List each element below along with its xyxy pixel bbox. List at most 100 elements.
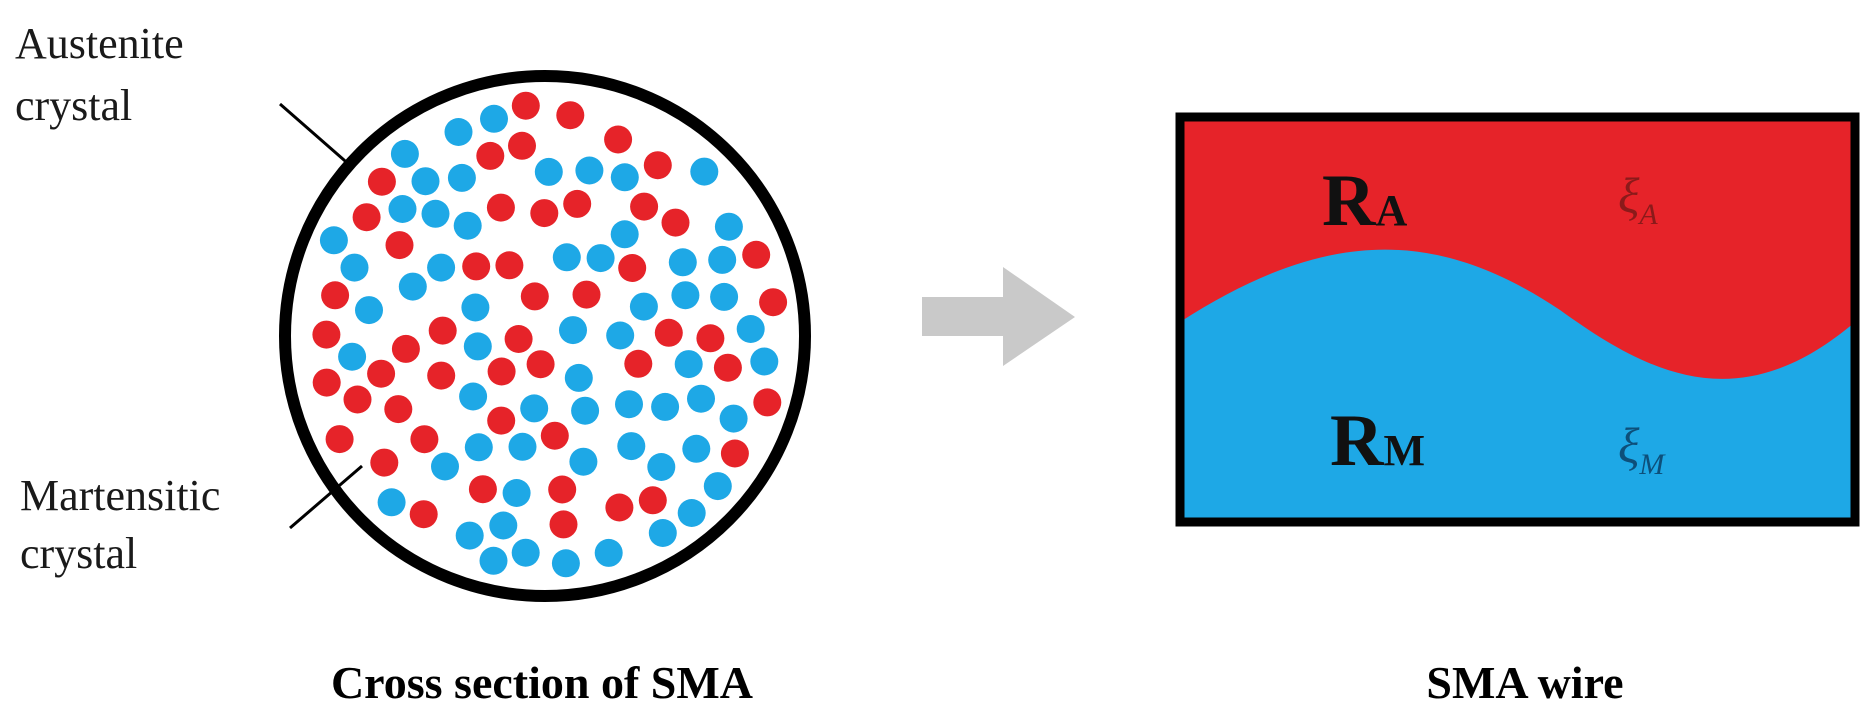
martensite-crystal xyxy=(551,549,580,578)
martensite-crystal xyxy=(690,157,719,186)
martensite-crystal xyxy=(453,211,482,240)
austenite-crystal xyxy=(604,125,633,154)
austenite-label-line1: Austenite xyxy=(15,19,184,68)
austenite-crystal xyxy=(391,334,420,363)
crystal-particles xyxy=(312,91,788,578)
austenite-crystal xyxy=(549,510,578,539)
sma-wire: RA ξA RM ξM xyxy=(1175,112,1860,527)
martensitic-label-line1: Martensitic xyxy=(20,471,220,520)
austenite-crystal xyxy=(520,282,549,311)
austenite-crystal xyxy=(643,151,672,180)
austenite-crystal xyxy=(487,357,516,386)
martensite-crystal xyxy=(750,347,779,376)
martensite-crystal xyxy=(455,521,484,550)
martensite-crystal xyxy=(338,342,367,371)
martensite-crystal xyxy=(398,272,427,301)
austenite-crystal xyxy=(343,385,372,414)
austenite-crystal xyxy=(759,288,788,317)
austenite-crystal xyxy=(556,101,585,130)
martensite-crystal xyxy=(319,226,348,255)
martensite-crystal xyxy=(421,199,450,228)
martensite-crystal xyxy=(606,321,635,350)
austenite-crystal xyxy=(367,167,396,196)
cross-section xyxy=(279,70,811,602)
martensitic-leader-line xyxy=(289,464,363,530)
martensite-crystal xyxy=(447,163,476,192)
austenite-crystal xyxy=(427,361,456,390)
austenite-crystal xyxy=(384,395,413,424)
martensite-crystal xyxy=(710,282,739,311)
martensite-crystal xyxy=(520,394,549,423)
martensite-crystal xyxy=(377,488,406,517)
martensite-crystal xyxy=(431,452,459,481)
austenite-crystal xyxy=(563,189,592,218)
martensite-crystal xyxy=(502,479,531,507)
transition-arrow xyxy=(922,267,1075,366)
austenite-crystal xyxy=(321,281,350,310)
martensite-crystal xyxy=(575,156,604,185)
martensite-crystal xyxy=(388,195,417,223)
austenite-crystal xyxy=(654,318,683,347)
austenite-crystal xyxy=(352,203,381,232)
austenite-crystal xyxy=(312,320,341,349)
martensite-crystal xyxy=(594,538,623,567)
austenite-crystal xyxy=(325,425,354,454)
martensite-crystal xyxy=(569,447,598,476)
austenite-crystal xyxy=(462,252,491,281)
austenite-crystal xyxy=(511,91,540,120)
austenite-crystal xyxy=(487,406,516,435)
martensite-crystal xyxy=(610,220,639,249)
austenite-crystal xyxy=(742,240,771,269)
martensite-crystal xyxy=(629,292,658,321)
martensite-crystal xyxy=(648,519,677,547)
martensite-crystal xyxy=(687,384,715,413)
austenite-crystal xyxy=(508,131,536,160)
martensite-crystal xyxy=(340,253,369,282)
martensite-crystal xyxy=(674,350,703,379)
martensite-crystal xyxy=(647,453,676,481)
martensite-crystal xyxy=(479,546,508,575)
austenite-crystal xyxy=(540,421,569,450)
austenite-label-line2: crystal xyxy=(15,81,132,130)
austenite-crystal xyxy=(468,475,497,504)
martensite-crystal xyxy=(564,363,593,392)
cross-section-caption: Cross section of SMA xyxy=(331,657,753,708)
austenite-crystal xyxy=(624,349,653,378)
austenite-fraction-label: ξA xyxy=(1618,167,1658,231)
austenite-crystal xyxy=(312,368,341,397)
martensite-crystal xyxy=(534,157,563,186)
martensite-crystal xyxy=(586,244,615,273)
austenite-crystal xyxy=(605,493,634,522)
austenite-crystal xyxy=(630,192,659,221)
austenite-crystal xyxy=(618,254,647,282)
martensite-crystal xyxy=(736,315,765,343)
martensitic-label-line2: crystal xyxy=(20,529,137,578)
martensite-crystal xyxy=(651,392,680,421)
martensite-crystal xyxy=(355,296,383,325)
martensite-crystal xyxy=(682,434,711,463)
austenite-crystal xyxy=(504,325,533,353)
martensite-crystal xyxy=(615,390,643,419)
austenite-crystal xyxy=(476,141,505,170)
martensite-crystal xyxy=(461,293,490,322)
martensite-crystal xyxy=(390,139,419,168)
austenite-crystal xyxy=(385,231,414,260)
austenite-crystal xyxy=(367,359,396,388)
martensite-crystal xyxy=(708,245,737,274)
martensite-crystal xyxy=(617,432,646,461)
sma-wire-caption: SMA wire xyxy=(1426,657,1623,708)
austenite-crystal xyxy=(526,350,555,379)
martensite-resistance-label: RM xyxy=(1330,400,1425,482)
austenite-crystal xyxy=(696,324,725,353)
martensite-crystal xyxy=(464,433,493,462)
austenite-crystal xyxy=(720,439,749,468)
martensite-crystal xyxy=(668,248,697,277)
martensite-region xyxy=(1180,249,1855,522)
austenite-crystal xyxy=(409,500,438,529)
austenite-crystal xyxy=(638,486,667,515)
martensite-crystal xyxy=(677,499,706,527)
martensite-crystal xyxy=(427,253,456,282)
martensite-fraction-label: ξM xyxy=(1618,417,1666,481)
martensite-crystal xyxy=(511,538,540,567)
